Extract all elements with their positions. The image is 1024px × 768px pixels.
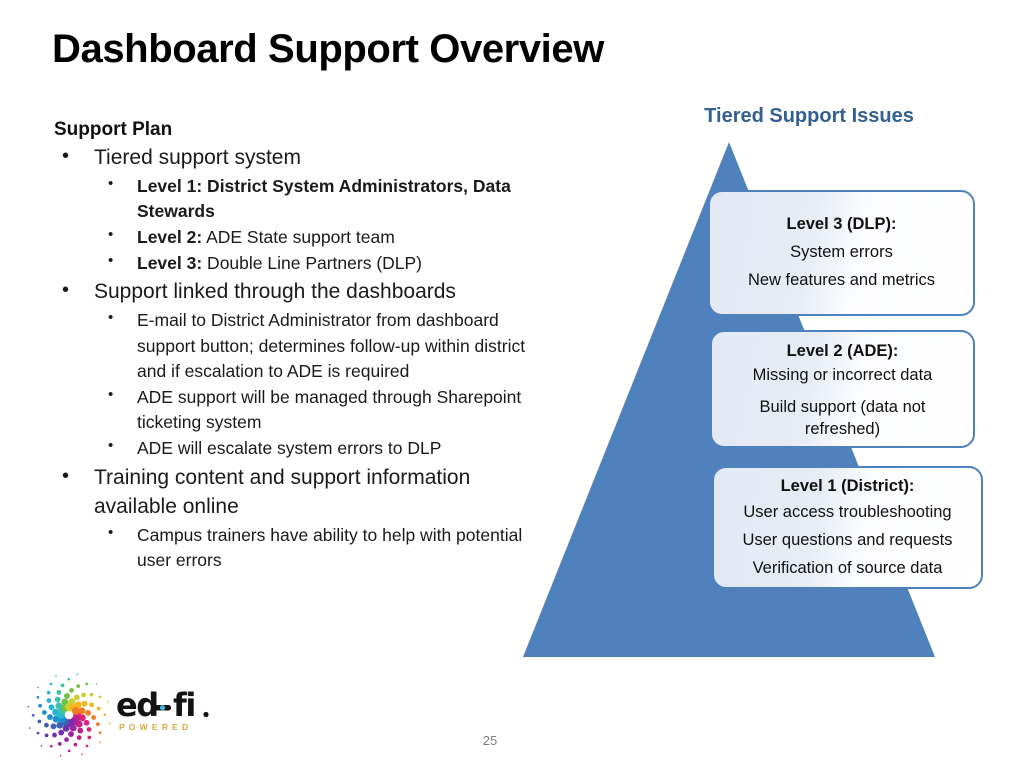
list-item: E-mail to District Administrator from da… bbox=[94, 307, 554, 384]
tier-line: Build support (data not refreshed) bbox=[759, 397, 926, 438]
logo-tagline: POWERED bbox=[119, 722, 193, 732]
page-title: Dashboard Support Overview bbox=[52, 27, 604, 71]
sub-bullet-text: E-mail to District Administrator from da… bbox=[137, 310, 526, 381]
ed-fi-logo: ed fi POWERED bbox=[18, 668, 213, 760]
tier-line: System errors bbox=[790, 242, 893, 261]
bullet-list: Tiered support system Level 1: District … bbox=[54, 143, 554, 573]
tier-box-level-1: Level 1 (District): User access troubles… bbox=[712, 466, 983, 589]
tier-line: New features and metrics bbox=[747, 271, 936, 290]
list-item: Campus trainers have ability to help wit… bbox=[94, 521, 554, 573]
tier-line: Missing or incorrect data bbox=[752, 366, 933, 385]
ed-fi-wordmark: ed fi POWERED bbox=[116, 686, 216, 746]
list-item: Tiered support system Level 1: District … bbox=[54, 143, 554, 277]
bullet-text: Support linked through the dashboards bbox=[94, 280, 456, 304]
list-item: Training content and support information… bbox=[54, 463, 554, 573]
ed-fi-text-icon: ed fi bbox=[116, 686, 209, 724]
sub-bullet-label: Level 1: bbox=[137, 175, 203, 196]
list-item: Level 2: ADE State support team bbox=[94, 224, 554, 250]
sub-bullet-label: Level 2: bbox=[137, 227, 203, 248]
sub-bullet-text: Double Line Partners (DLP) bbox=[202, 253, 423, 274]
sub-bullet-text: ADE State support team bbox=[202, 227, 395, 248]
list-item: ADE support will be managed through Shar… bbox=[94, 384, 554, 435]
sub-bullet-list: Campus trainers have ability to help wit… bbox=[94, 521, 554, 573]
sub-bullet-text: ADE will escalate system errors to DLP bbox=[137, 438, 442, 459]
svg-text:fi: fi bbox=[173, 686, 195, 724]
list-item: Support linked through the dashboards E-… bbox=[54, 277, 554, 461]
list-item: ADE will escalate system errors to DLP bbox=[94, 435, 554, 461]
support-plan-panel: Support Plan Tiered support system Level… bbox=[54, 118, 554, 575]
sub-bullet-list: Level 1: District System Administrators,… bbox=[94, 173, 554, 277]
diagram-title: Tiered Support Issues bbox=[704, 105, 914, 127]
sub-bullet-text: ADE support will be managed through Shar… bbox=[137, 387, 522, 433]
sub-bullet-list: E-mail to District Administrator from da… bbox=[94, 307, 554, 461]
sub-bullet-text: District System Administrators, Data Ste… bbox=[137, 175, 511, 221]
section-heading: Support Plan bbox=[54, 119, 173, 140]
tier-line: Verification of source data bbox=[752, 558, 943, 577]
bullet-text: Tiered support system bbox=[94, 145, 301, 169]
tier-box-level-3: Level 3 (DLP): System errors New feature… bbox=[708, 190, 975, 316]
tier-heading: Level 1 (District): bbox=[780, 476, 915, 495]
pinwheel-icon bbox=[27, 673, 111, 757]
svg-text:ed: ed bbox=[116, 686, 158, 724]
sub-bullet-text: Campus trainers have ability to help wit… bbox=[137, 524, 523, 570]
tier-line: User questions and requests bbox=[742, 530, 953, 549]
tier-heading: Level 2 (ADE): bbox=[786, 341, 899, 360]
bullet-text: Training content and support information… bbox=[94, 465, 471, 518]
sub-bullet-label: Level 3: bbox=[137, 253, 203, 274]
tiered-support-diagram: Tiered Support Issues Level 3 (DLP): Sys… bbox=[500, 95, 1024, 695]
page-number: 25 bbox=[482, 733, 498, 748]
list-item: Level 3: Double Line Partners (DLP) bbox=[94, 250, 554, 276]
tier-box-level-2: Level 2 (ADE): Missing or incorrect data… bbox=[710, 330, 975, 448]
list-item: Level 1: District System Administrators,… bbox=[94, 173, 554, 224]
tier-heading: Level 3 (DLP): bbox=[786, 215, 897, 234]
tier-line: User access troubleshooting bbox=[743, 503, 952, 522]
